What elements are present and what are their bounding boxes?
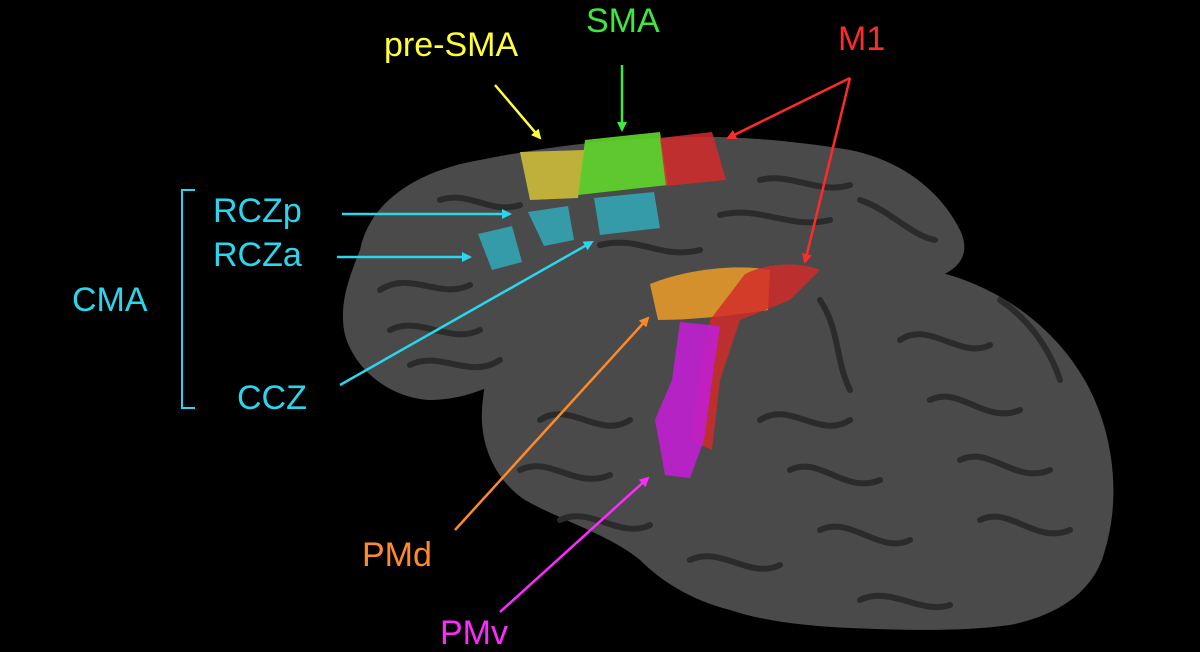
pmd-label: PMd (362, 536, 432, 574)
ccz-region (594, 192, 660, 235)
pmv-arrow (499, 476, 650, 613)
ccz-arrow (339, 240, 594, 387)
lateral-hemisphere (481, 257, 1114, 630)
m1-medial-region (660, 132, 726, 186)
m1-label: M1 (838, 20, 886, 58)
pre-sma-region (520, 150, 585, 200)
sma-label: SMA (586, 2, 660, 40)
rczp-label: RCZp (213, 192, 302, 230)
pre-sma-label: pre-SMA (384, 26, 519, 64)
rcza-label: RCZa (213, 236, 302, 274)
cma-label: CMA (72, 281, 148, 319)
sulci-texture (377, 175, 1073, 610)
rcza-region (478, 226, 522, 270)
rczp-region (528, 206, 574, 246)
pmd-arrow (454, 316, 650, 531)
arrows (337, 65, 852, 613)
m1-arrow-lateral (802, 77, 852, 264)
pmv-label: PMv (440, 614, 508, 652)
pre-sma-arrow (494, 84, 542, 140)
m1-lateral-region (690, 264, 820, 450)
m1-arrow-medial (726, 76, 851, 140)
brain-diagram (181, 65, 1114, 630)
cma-bracket (181, 189, 195, 409)
ccz-label: CCZ (237, 379, 307, 417)
pmv-region (655, 322, 720, 478)
sma-region (578, 132, 668, 195)
